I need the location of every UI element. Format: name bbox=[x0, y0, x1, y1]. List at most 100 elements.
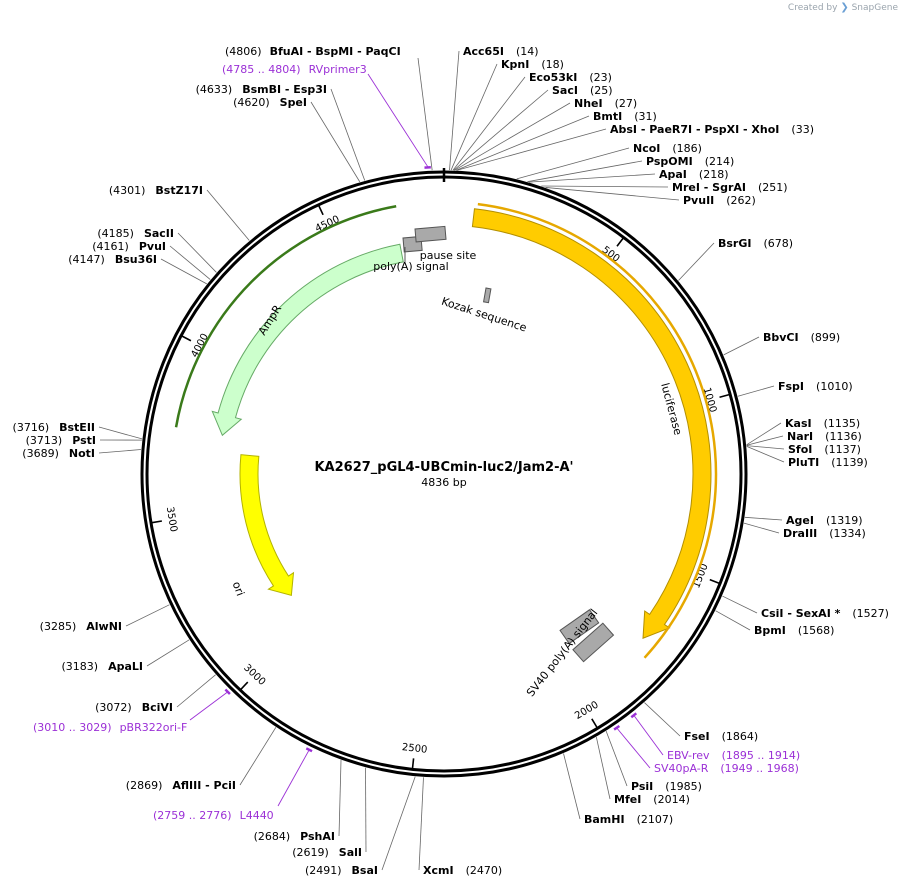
site-leader bbox=[146, 639, 190, 667]
site-leader bbox=[746, 435, 784, 446]
site-name: SfoI bbox=[788, 443, 812, 456]
feature-label: pause site bbox=[420, 249, 477, 262]
feature-kozak-sequence bbox=[482, 287, 492, 304]
site-position: (2869) bbox=[126, 779, 163, 792]
site-leader bbox=[450, 63, 498, 171]
primer-label-pbr322orif: (3010 .. 3029)pBR322ori-F bbox=[33, 721, 187, 734]
site-leader bbox=[528, 173, 656, 183]
site-name: DraIII bbox=[783, 527, 817, 540]
feature-sv40-poly-a-signal bbox=[572, 622, 615, 663]
primer-name: RVprimer3 bbox=[309, 63, 367, 76]
ruler-tick bbox=[150, 520, 163, 524]
site-position: (4301) bbox=[109, 184, 146, 197]
site-label-pvuii: PvuII(262) bbox=[683, 194, 756, 207]
site-label-bmti: BmtI(31) bbox=[593, 110, 657, 123]
site-leader bbox=[527, 160, 643, 183]
site-leader bbox=[563, 753, 581, 820]
site-position: (2684) bbox=[254, 830, 291, 843]
site-name: BsmBI bbox=[242, 83, 281, 96]
primer-label-rvprimer3: (4785 .. 4804)RVprimer3 bbox=[222, 63, 367, 76]
primer-leader bbox=[189, 692, 228, 721]
site-label-agei: AgeI(1319) bbox=[786, 514, 863, 527]
plasmid-name: KA2627_pGL4-UBCmin-luc2/Jam2-A' bbox=[314, 460, 573, 475]
primer-binding-mark bbox=[305, 747, 313, 753]
site-leader bbox=[715, 610, 751, 631]
site-name: FseI bbox=[684, 730, 710, 743]
site-name: SalI bbox=[339, 846, 362, 859]
feature-ampr bbox=[211, 243, 404, 437]
site-leader bbox=[449, 50, 460, 171]
site-name: PshAI bbox=[300, 830, 335, 843]
site-name: PsiI bbox=[631, 780, 653, 793]
site-leader bbox=[595, 736, 611, 800]
site-leader bbox=[452, 76, 526, 171]
primer-binding-mark bbox=[224, 688, 231, 695]
site-name: MreI bbox=[672, 181, 700, 194]
site-leader bbox=[176, 674, 216, 708]
site-leader bbox=[516, 147, 630, 180]
site-label-bsu36i: (4147)Bsu36I bbox=[68, 253, 157, 266]
site-position: (31) bbox=[634, 110, 657, 123]
site-name: XcmI bbox=[423, 864, 454, 877]
site-label-nari: NarI(1136) bbox=[787, 430, 862, 443]
site-label-mrei: MreI - SgrAI(251) bbox=[672, 181, 788, 194]
site-position: (18) bbox=[541, 58, 564, 71]
site-position: (1985) bbox=[665, 780, 702, 793]
site-name: BsrGI bbox=[718, 237, 751, 250]
site-name: SpeI bbox=[280, 96, 307, 109]
site-leader bbox=[456, 128, 607, 171]
site-label-bfuai: (4806)BfuAI - BspMI - PaqCI bbox=[225, 45, 401, 58]
site-position: (4806) bbox=[225, 45, 262, 58]
site-label-pluti: PluTI(1139) bbox=[788, 456, 868, 469]
ampr-strand-line bbox=[174, 205, 397, 428]
site-position: (1137) bbox=[824, 443, 861, 456]
site-label-kasi: KasI(1135) bbox=[785, 417, 860, 430]
site-name: Acc65I bbox=[463, 45, 504, 58]
site-label-bsteii: (3716)BstEII bbox=[13, 421, 95, 434]
primer-position: (3010 .. 3029) bbox=[33, 721, 112, 734]
site-leader-lines bbox=[98, 50, 785, 871]
site-label-bsrgi: BsrGI (678) bbox=[718, 237, 793, 250]
site-label-kpni: KpnI(18) bbox=[501, 58, 564, 71]
site-name: Bsu36I bbox=[115, 253, 157, 266]
site-label-noti: (3689)NotI bbox=[22, 447, 95, 460]
site-position: (1135) bbox=[824, 417, 861, 430]
site-label-absi: AbsI - PaeR7I - PspXI - XhoI(33) bbox=[610, 123, 814, 136]
site-position: (3716) bbox=[13, 421, 50, 434]
site-name: MfeI bbox=[614, 793, 641, 806]
site-label-psti: (3713)PstI bbox=[26, 434, 96, 447]
site-leader bbox=[746, 445, 785, 450]
site-label-bcivi: (3072)BciVI bbox=[95, 701, 173, 714]
primer-name: EBV-rev bbox=[667, 749, 710, 762]
site-label-ncoi: NcoI(186) bbox=[633, 142, 702, 155]
ruler-tick bbox=[317, 204, 324, 216]
ruler-tick bbox=[180, 334, 192, 342]
site-leader bbox=[744, 516, 783, 521]
site-position: (251) bbox=[758, 181, 788, 194]
feature-ori bbox=[239, 454, 295, 596]
site-leader bbox=[723, 336, 760, 356]
site-name: AbsI bbox=[610, 123, 637, 136]
site-position: (1334) bbox=[829, 527, 866, 540]
site-leader bbox=[454, 102, 571, 171]
site-position: (262) bbox=[726, 194, 756, 207]
site-leader bbox=[98, 449, 142, 454]
site-position: (1527) bbox=[852, 607, 889, 620]
site-position: (25) bbox=[590, 84, 613, 97]
site-label-bbvci: BbvCI(899) bbox=[763, 331, 840, 344]
site-label-alwni: (3285)AlwNI bbox=[40, 620, 122, 633]
site-leader bbox=[160, 258, 207, 285]
site-leader bbox=[169, 245, 211, 280]
site-leader bbox=[417, 57, 433, 171]
site-name: BamHI bbox=[584, 813, 625, 826]
ruler-tick bbox=[239, 681, 249, 691]
site-label-pspomi: PspOMI(214) bbox=[646, 155, 734, 168]
site-name: CsiI bbox=[761, 607, 783, 620]
site-position: (218) bbox=[699, 168, 729, 181]
site-position: (678) bbox=[763, 237, 793, 250]
feature-luciferase bbox=[471, 208, 712, 639]
site-name: NcoI bbox=[633, 142, 660, 155]
